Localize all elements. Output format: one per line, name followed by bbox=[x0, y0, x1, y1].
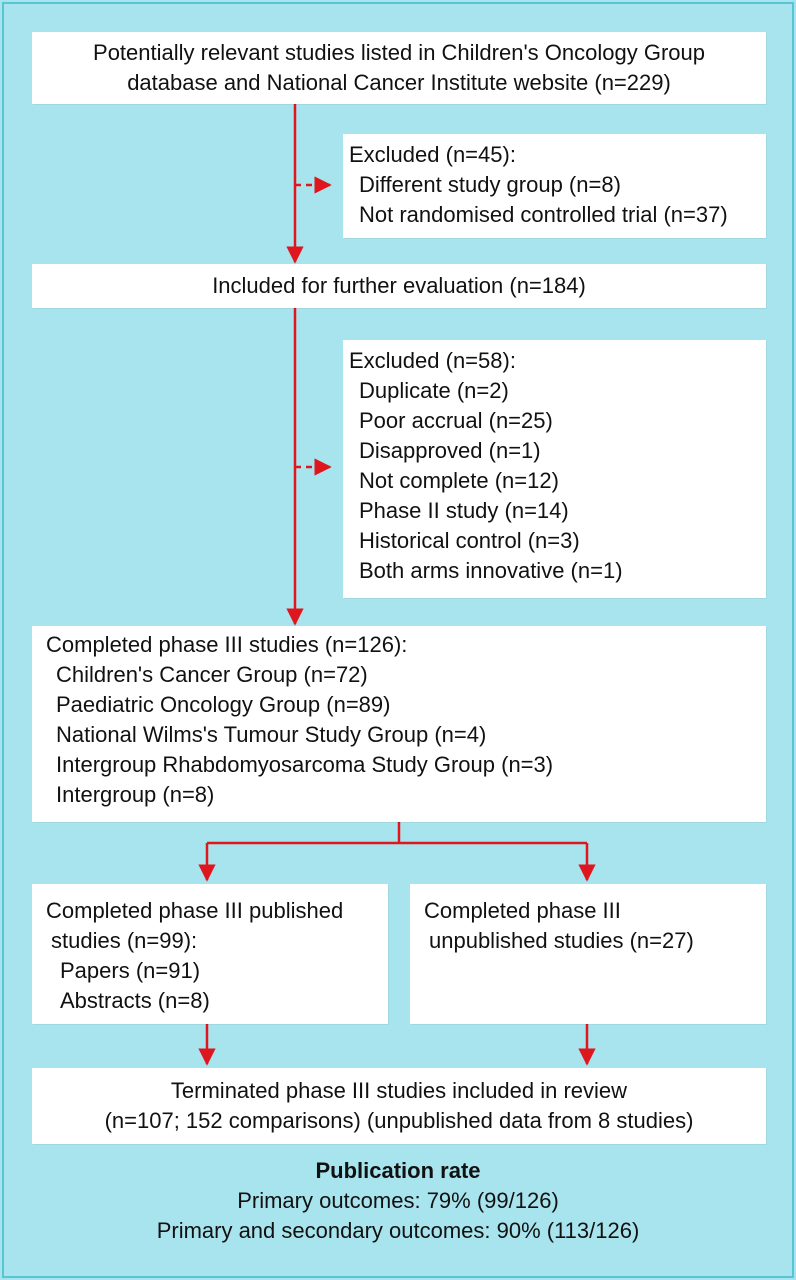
excluded2-item: Poor accrual (n=25) bbox=[359, 408, 553, 433]
potential-line-2: database and National Cancer Institute w… bbox=[127, 70, 671, 95]
excluded1-title: Excluded (n=45): bbox=[349, 142, 516, 167]
excluded2-item: Duplicate (n=2) bbox=[359, 378, 509, 403]
box-potential-studies: Potentially relevant studies listed in C… bbox=[32, 32, 766, 104]
excluded1-item: Different study group (n=8) bbox=[359, 172, 621, 197]
excluded1-item: Not randomised controlled trial (n=37) bbox=[359, 202, 728, 227]
publication-rate-summary: Publication rate Primary outcomes: 79% (… bbox=[0, 1156, 796, 1246]
unpublished-title: Completed phase III bbox=[424, 898, 621, 923]
summary-line: Primary and secondary outcomes: 90% (113… bbox=[156, 1218, 640, 1243]
completed-title: Completed phase III studies (n=126): bbox=[46, 632, 408, 657]
published-title: Completed phase III published bbox=[46, 898, 344, 923]
box-completed-phase3: Completed phase III studies (n=126): Chi… bbox=[32, 626, 766, 822]
box-excluded-58: Excluded (n=58): Duplicate (n=2) Poor ac… bbox=[343, 340, 766, 598]
excluded2-item: Phase II study (n=14) bbox=[359, 498, 569, 523]
excluded2-title: Excluded (n=58): bbox=[349, 348, 516, 373]
excluded2-item: Not complete (n=12) bbox=[359, 468, 559, 493]
potential-line-1: Potentially relevant studies listed in C… bbox=[93, 40, 705, 65]
published-item: Abstracts (n=8) bbox=[60, 988, 210, 1013]
published-subtitle: studies (n=99): bbox=[51, 928, 198, 953]
summary-line: Primary outcomes: 79% (99/126) bbox=[237, 1188, 559, 1213]
completed-item: Paediatric Oncology Group (n=89) bbox=[56, 692, 391, 717]
terminated-line-1: Terminated phase III studies included in… bbox=[170, 1078, 628, 1103]
excluded2-item: Both arms innovative (n=1) bbox=[359, 558, 623, 583]
included-text: Included for further evaluation (n=184) bbox=[212, 273, 586, 298]
excluded2-item: Historical control (n=3) bbox=[359, 528, 580, 553]
unpublished-subtitle: unpublished studies (n=27) bbox=[429, 928, 694, 953]
summary-title: Publication rate bbox=[315, 1158, 481, 1183]
excluded2-item: Disapproved (n=1) bbox=[359, 438, 541, 463]
box-published: Completed phase III published studies (n… bbox=[32, 884, 388, 1024]
box-terminated: Terminated phase III studies included in… bbox=[32, 1068, 766, 1144]
completed-item: Children's Cancer Group (n=72) bbox=[56, 662, 368, 687]
completed-item: Intergroup Rhabdomyosarcoma Study Group … bbox=[56, 752, 554, 777]
box-included: Included for further evaluation (n=184) bbox=[32, 264, 766, 308]
completed-item: National Wilms's Tumour Study Group (n=4… bbox=[56, 722, 487, 747]
completed-item: Intergroup (n=8) bbox=[56, 782, 215, 807]
terminated-line-2: (n=107; 152 comparisons) (unpublished da… bbox=[104, 1108, 694, 1133]
box-unpublished: Completed phase III unpublished studies … bbox=[410, 884, 766, 1024]
published-item: Papers (n=91) bbox=[60, 958, 201, 983]
box-excluded-45: Excluded (n=45): Different study group (… bbox=[343, 134, 766, 238]
